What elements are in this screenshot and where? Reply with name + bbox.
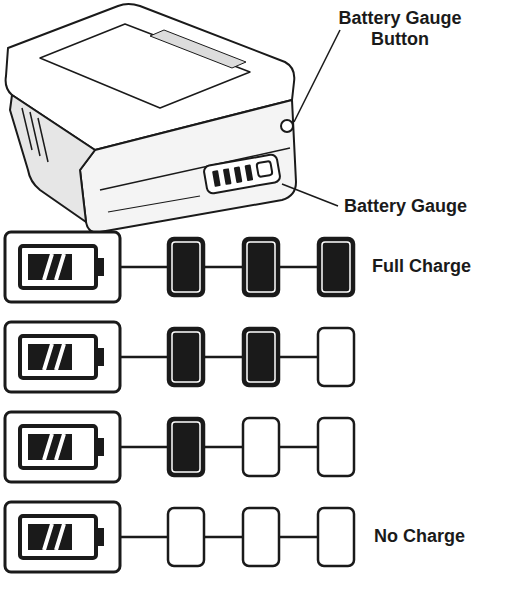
connector-line <box>204 356 243 359</box>
segment-off <box>243 508 279 566</box>
level-label: No Charge <box>374 526 504 547</box>
level-label: Full Charge <box>372 256 502 277</box>
battery-slash <box>44 524 64 550</box>
battery-level <box>28 524 72 550</box>
connector-line <box>279 446 318 449</box>
segment-off <box>318 328 354 386</box>
icon-frame <box>5 502 120 572</box>
connector-line <box>279 266 318 269</box>
segment-off <box>318 418 354 476</box>
connector-line <box>120 446 168 449</box>
battery-icon <box>20 426 96 468</box>
connector-line <box>279 536 318 539</box>
pack-ridge <box>108 196 200 212</box>
battery-terminal <box>96 348 104 366</box>
icon-frame <box>5 412 120 482</box>
battery-level <box>28 344 72 370</box>
connector-line <box>120 266 168 269</box>
gauge-button <box>281 120 293 132</box>
battery-level <box>28 254 72 280</box>
gauge-bars <box>212 164 253 187</box>
segment-inner <box>322 242 350 292</box>
gauge-row <box>5 412 354 482</box>
pack-rail <box>150 30 246 68</box>
segment-inner <box>247 242 275 292</box>
part-label: Battery Gauge <box>344 196 494 217</box>
battery-slash <box>44 434 64 460</box>
connector-line <box>204 266 243 269</box>
battery-icon <box>20 516 96 558</box>
gauge-button-small <box>256 161 272 177</box>
segment-lit <box>168 418 204 476</box>
connector-line <box>120 536 168 539</box>
icon-frame <box>5 322 120 392</box>
battery-slash <box>44 344 64 370</box>
connector-line <box>120 356 168 359</box>
segment-inner <box>172 332 200 382</box>
connector-line <box>204 536 243 539</box>
battery-terminal <box>96 438 104 456</box>
segment-inner <box>172 422 200 472</box>
connector-line <box>279 356 318 359</box>
pack-side <box>10 95 95 222</box>
segment-inner <box>172 242 200 292</box>
pack-panel <box>40 24 250 108</box>
part-label: Battery Gauge Button <box>330 8 470 50</box>
segment-lit <box>318 238 354 296</box>
battery-icon <box>20 246 96 288</box>
battery-level <box>28 434 72 460</box>
battery-icon <box>20 336 96 378</box>
pack-grip <box>22 108 48 162</box>
battery-terminal <box>96 528 104 546</box>
gauge-window <box>203 154 281 194</box>
pack-front <box>80 100 296 232</box>
segment-off <box>168 508 204 566</box>
segment-lit <box>243 238 279 296</box>
gauge-rows <box>5 232 354 572</box>
leader-line <box>294 30 340 122</box>
icon-frame <box>5 232 120 302</box>
gauge-row <box>5 232 354 302</box>
battery-terminal <box>96 258 104 276</box>
segment-off <box>243 418 279 476</box>
gauge-row <box>5 502 354 572</box>
connector-line <box>204 446 243 449</box>
battery-pack <box>6 4 296 232</box>
leader-lines <box>282 30 340 206</box>
segment-lit <box>168 328 204 386</box>
leader-line <box>282 184 338 206</box>
segment-lit <box>243 328 279 386</box>
segment-inner <box>247 332 275 382</box>
segment-off <box>318 508 354 566</box>
segment-lit <box>168 238 204 296</box>
gauge-row <box>5 322 354 392</box>
battery-slash <box>44 254 64 280</box>
